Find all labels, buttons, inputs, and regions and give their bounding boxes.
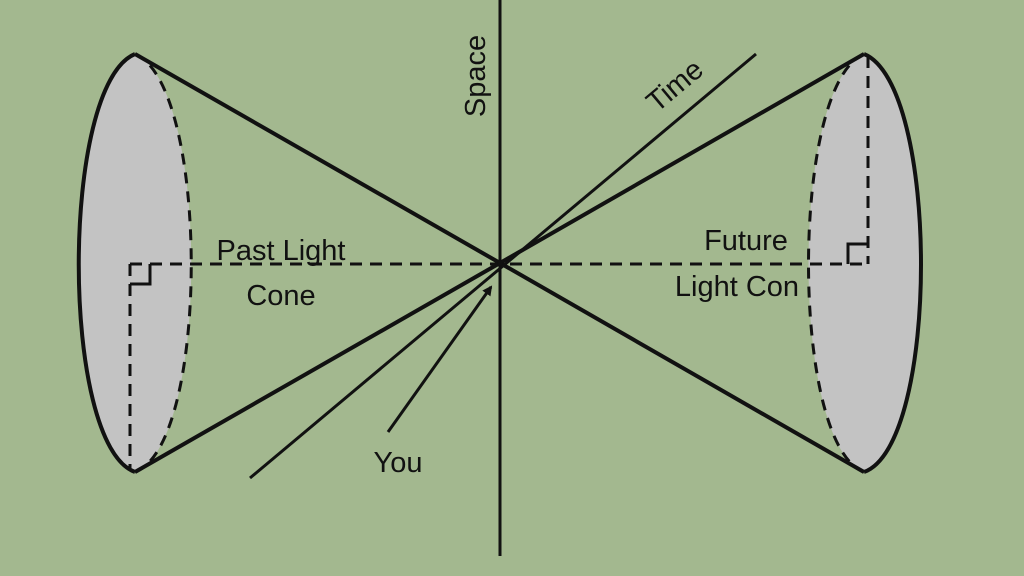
observer-label: You [374,447,423,479]
origin-point [497,260,503,266]
future-cone-upper-edge [499,52,865,265]
past-cone-upper-edge [134,52,501,265]
future-cone-lower-edge [499,261,865,474]
future-right-angle-marker [846,242,868,264]
future-cone-label-line2: Light Con [675,271,799,303]
time-axis-line [249,52,757,480]
past-cone-lower-edge [134,261,501,474]
time-axis-label: Time [641,53,710,118]
future-cone-base-outline [863,52,923,474]
future-cone-base-hidden-edge [807,52,865,474]
future-cone-base-fill [808,54,921,472]
past-cone-base-outline [76,52,136,474]
past-cone-label-line2: Cone [246,280,315,312]
future-cone-label-line1: Future [704,225,788,257]
past-cone-base-hidden-edge [134,52,193,474]
space-axis-label: Space [460,35,492,117]
observer-arrow [386,285,493,433]
past-cone-label-line1: Past Light [217,235,346,267]
past-right-angle-marker [130,264,152,286]
